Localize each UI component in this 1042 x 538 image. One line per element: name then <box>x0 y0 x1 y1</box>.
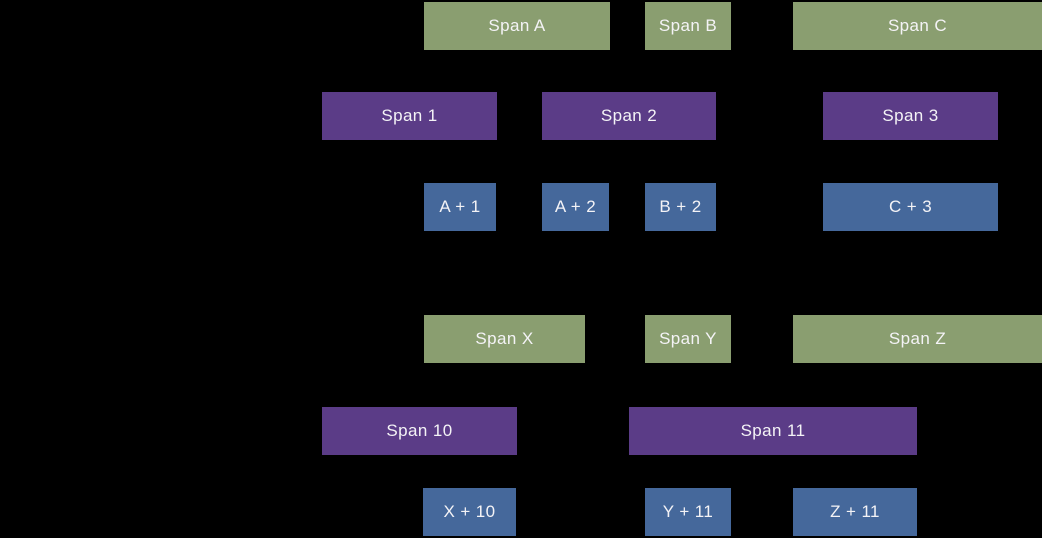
span-label: Span 10 <box>386 421 453 440</box>
span-label: Span 2 <box>600 106 658 125</box>
span-bar-span-y: Span Y <box>645 315 731 363</box>
span-bar-span-11: Span 11 <box>629 407 917 455</box>
span-bar-a-1: A + 1 <box>424 183 496 231</box>
span-bar-z-11: Z + 11 <box>793 488 917 536</box>
span-bar-span-c: Span C <box>793 2 1042 50</box>
span-label: Span Z <box>888 329 947 348</box>
span-label: Span C <box>887 16 948 35</box>
span-bar-span-a: Span A <box>424 2 610 50</box>
span-bar-span-b: Span B <box>645 2 731 50</box>
span-label: C + 3 <box>888 197 933 216</box>
span-label: Span 3 <box>882 106 939 125</box>
span-label: A + 1 <box>439 197 481 216</box>
span-bar-span-x: Span X <box>424 315 585 363</box>
span-label: Span 11 <box>740 421 806 440</box>
span-label: X + 10 <box>443 502 496 521</box>
span-bar-x-10: X + 10 <box>423 488 516 536</box>
span-label: A + 2 <box>554 197 597 216</box>
span-bar-span-1: Span 1 <box>322 92 497 140</box>
span-bar-y-11: Y + 11 <box>645 488 731 536</box>
span-label: Span X <box>475 329 534 348</box>
span-label: Span B <box>658 16 718 35</box>
span-bar-b-2: B + 2 <box>645 183 716 231</box>
span-bar-span-10: Span 10 <box>322 407 517 455</box>
span-label: Span A <box>488 16 546 35</box>
span-bar-span-2: Span 2 <box>542 92 716 140</box>
span-bar-span-3: Span 3 <box>823 92 998 140</box>
span-label: Y + 11 <box>662 502 714 521</box>
span-label: Span 1 <box>381 106 438 125</box>
span-label: Z + 11 <box>830 502 880 521</box>
span-bar-c-3: C + 3 <box>823 183 998 231</box>
span-bar-span-z: Span Z <box>793 315 1042 363</box>
span-bar-a-2: A + 2 <box>542 183 609 231</box>
span-label: B + 2 <box>659 197 702 216</box>
span-label: Span Y <box>659 329 717 348</box>
